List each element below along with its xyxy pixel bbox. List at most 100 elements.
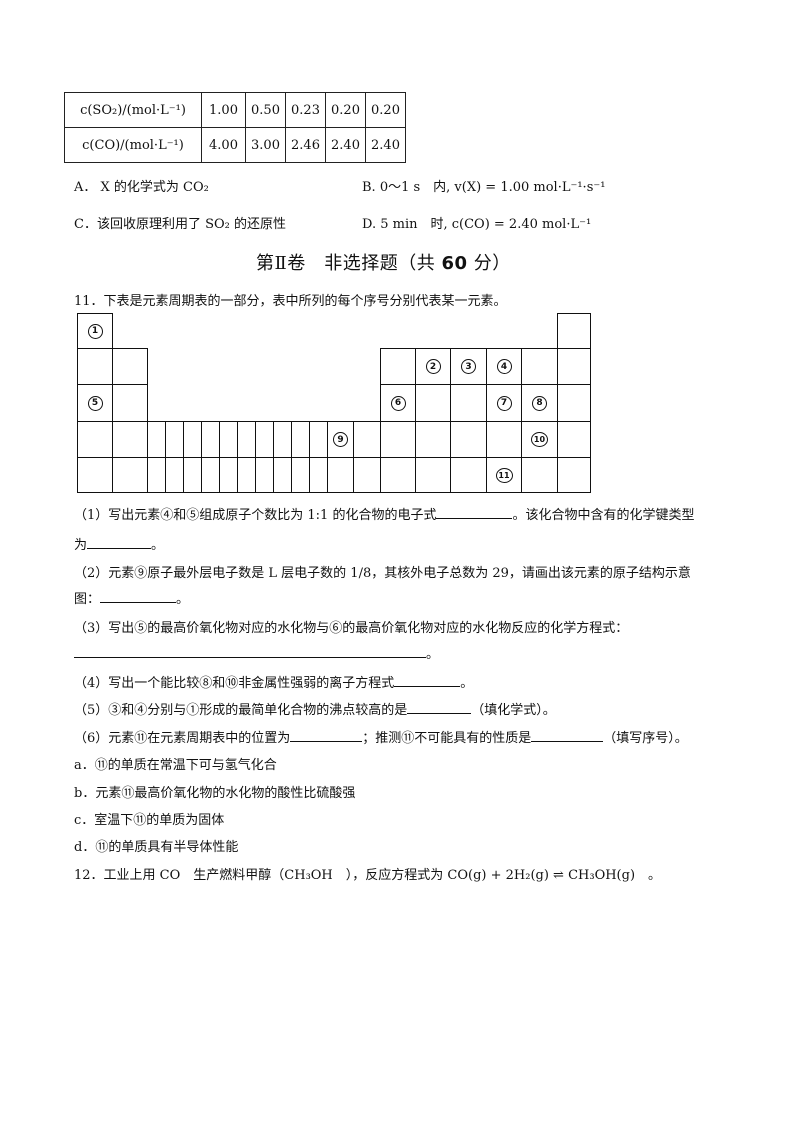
table-cell: 2.40 <box>365 127 406 163</box>
row-label: c(SO₂)/(mol·L⁻¹) <box>64 92 202 128</box>
cell <box>415 421 451 458</box>
q11-option-b: b．元素⑪最高价氧化物的水化物的酸性比硫酸强 <box>74 786 356 801</box>
cell <box>380 421 416 458</box>
q11-part1-line1: （1）写出元素④和⑤组成原子个数比为 1:1 的化合物的电子式。该化合物中含有的… <box>74 506 695 523</box>
cell <box>486 421 522 458</box>
cell <box>237 421 256 458</box>
cell <box>415 457 451 493</box>
cell-element-5: 5 <box>77 384 113 422</box>
cell <box>291 421 310 458</box>
cell-element-10: 10 <box>521 421 558 458</box>
cell-element-1: 1 <box>77 313 113 349</box>
answer-blank[interactable] <box>407 701 472 714</box>
q11-option-d: d．⑪的单质具有半导体性能 <box>74 840 239 855</box>
cell <box>201 421 220 458</box>
q11-part1-line2: 为。 <box>74 536 165 553</box>
cell <box>201 457 220 493</box>
cell <box>77 348 113 385</box>
cell <box>273 421 292 458</box>
q11-part5: （5）③和④分别与①形成的最简单化合物的沸点较高的是（填化学式）。 <box>74 701 556 718</box>
cell-element-4: 4 <box>486 348 522 385</box>
concentration-table: c(SO₂)/(mol·L⁻¹) 1.00 0.50 0.23 0.20 0.2… <box>64 92 406 163</box>
cell <box>557 348 591 385</box>
cell <box>557 384 591 422</box>
section-title: 第Ⅱ卷 非选择题（共 60 分） <box>256 253 511 274</box>
cell-element-11: 11 <box>486 457 522 493</box>
cell <box>112 421 148 458</box>
cell <box>521 457 558 493</box>
answer-blank[interactable] <box>74 645 426 658</box>
answer-blank[interactable] <box>100 590 177 603</box>
cell <box>183 421 202 458</box>
q12-stem: 12．工业上用 CO 生产燃料甲醇（CH₃OH ），反应方程式为 CO(g) +… <box>74 868 662 883</box>
cell-element-8: 8 <box>521 384 558 422</box>
answer-blank[interactable] <box>394 674 461 687</box>
cell-element-3: 3 <box>450 348 487 385</box>
answer-blank[interactable] <box>87 536 152 549</box>
cell <box>557 313 591 349</box>
option-d: D. 5 min 时, c(CO) = 2.40 mol·L⁻¹ <box>362 217 592 232</box>
cell-element-9: 9 <box>327 421 354 458</box>
table-row: c(CO)/(mol·L⁻¹) 4.00 3.00 2.46 2.40 2.40 <box>64 127 406 163</box>
option-b: B. 0～1 s 内, v(X) = 1.00 mol·L⁻¹·s⁻¹ <box>362 180 606 195</box>
table-cell: 0.23 <box>285 92 326 128</box>
cell-element-2: 2 <box>415 348 451 385</box>
cell <box>77 421 113 458</box>
cell <box>112 457 148 493</box>
cell <box>77 457 113 493</box>
cell <box>353 457 381 493</box>
cell <box>255 421 274 458</box>
table-cell: 0.50 <box>245 92 286 128</box>
cell <box>380 457 416 493</box>
table-cell: 1.00 <box>201 92 246 128</box>
cell <box>557 457 591 493</box>
cell <box>112 384 148 422</box>
cell <box>353 421 381 458</box>
cell <box>327 457 354 493</box>
q11-part6: （6）元素⑪在元素周期表中的位置为；推测⑪不可能具有的性质是（填写序号）。 <box>74 729 688 746</box>
cell-element-7: 7 <box>486 384 522 422</box>
q11-part2-line2: 图：。 <box>74 590 190 607</box>
answer-blank[interactable] <box>531 729 604 742</box>
cell <box>309 457 328 493</box>
option-a: A． X 的化学式为 CO₂ <box>74 180 209 195</box>
q11-part3-line2: 。 <box>74 643 439 662</box>
cell <box>450 421 487 458</box>
cell <box>450 457 487 493</box>
q11-part3-line1: （3）写出⑤的最高价氧化物对应的水化物与⑥的最高价氧化物对应的水化物反应的化学方… <box>74 621 629 636</box>
cell <box>112 348 148 385</box>
row-label: c(CO)/(mol·L⁻¹) <box>64 127 202 163</box>
cell <box>147 421 166 458</box>
table-cell: 4.00 <box>201 127 246 163</box>
cell <box>255 457 274 493</box>
cell <box>309 421 328 458</box>
cell <box>450 384 487 422</box>
answer-blank[interactable] <box>290 729 363 742</box>
cell <box>165 421 184 458</box>
q11-stem: 11．下表是元素周期表的一部分，表中所列的每个序号分别代表某一元素。 <box>74 294 507 309</box>
table-cell: 3.00 <box>245 127 286 163</box>
cell <box>219 421 238 458</box>
table-cell: 0.20 <box>365 92 406 128</box>
answer-blank[interactable] <box>436 506 513 519</box>
q11-part2-line1: （2）元素⑨原子最外层电子数是 L 层电子数的 1/8，其核外电子总数为 29，… <box>74 566 691 581</box>
q11-option-a: a．⑪的单质在常温下可与氢气化合 <box>74 758 277 773</box>
table-cell: 2.40 <box>325 127 366 163</box>
cell <box>165 457 184 493</box>
table-cell: 2.46 <box>285 127 326 163</box>
table-row: c(SO₂)/(mol·L⁻¹) 1.00 0.50 0.23 0.20 0.2… <box>64 92 406 128</box>
cell <box>291 457 310 493</box>
cell <box>521 348 558 385</box>
cell <box>380 348 416 385</box>
cell <box>415 384 451 422</box>
cell <box>147 457 166 493</box>
cell <box>219 457 238 493</box>
option-c: C．该回收原理利用了 SO₂ 的还原性 <box>74 217 286 232</box>
table-cell: 0.20 <box>325 92 366 128</box>
cell <box>183 457 202 493</box>
cell <box>273 457 292 493</box>
q11-part4: （4）写出一个能比较⑧和⑩非金属性强弱的离子方程式。 <box>74 674 474 691</box>
cell <box>557 421 591 458</box>
cell-element-6: 6 <box>380 384 416 422</box>
cell <box>237 457 256 493</box>
